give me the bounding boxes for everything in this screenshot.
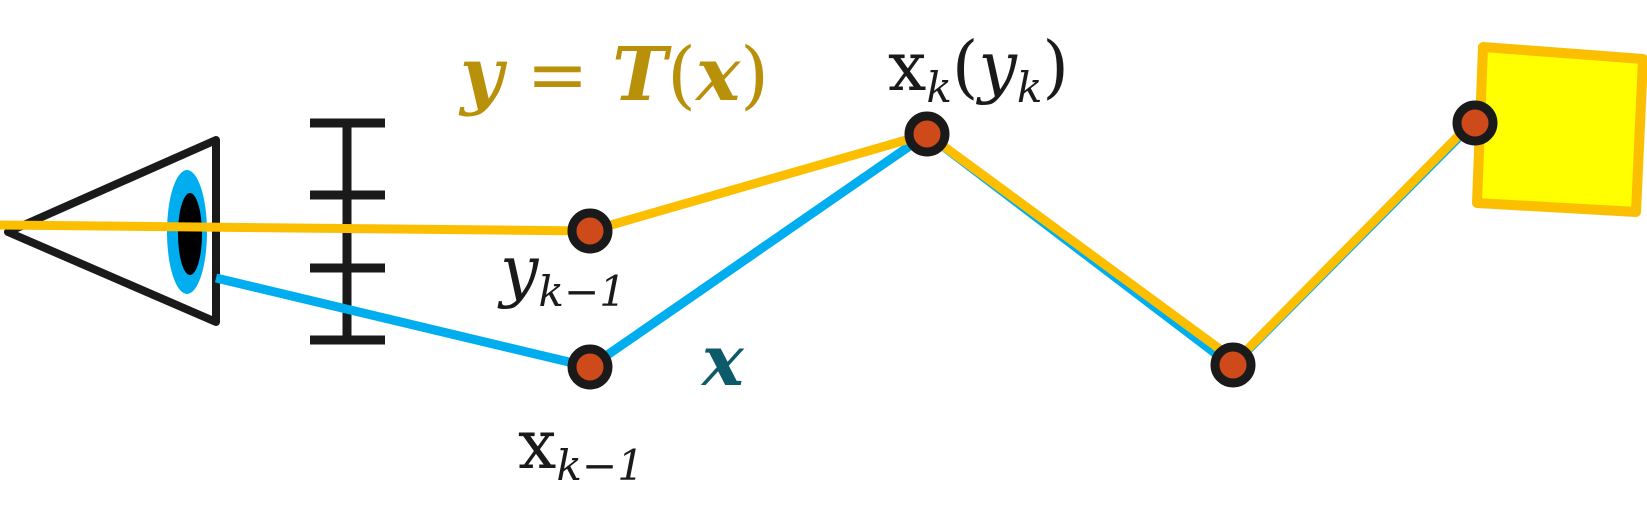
label-x-prev: xk−1 <box>518 412 644 487</box>
vertex-y-prev <box>567 208 613 254</box>
label-vertex-top-x: x <box>888 28 927 107</box>
label-transform-equation: y = T(x) <box>460 38 769 112</box>
label-vertex-top-y: y <box>978 28 1017 107</box>
label-x-prev-main: x <box>518 406 557 485</box>
vertex-bottom <box>1210 342 1256 388</box>
label-vertex-top-k2: k <box>1016 62 1043 112</box>
label-vertex-top-close: ) <box>1042 28 1069 107</box>
target-square-icon <box>1472 42 1647 217</box>
label-y-prev-main: y <box>500 232 539 311</box>
vertex-x-prev <box>567 344 613 390</box>
label-transform-close: ) <box>740 32 770 118</box>
label-transform-T: T <box>612 32 668 118</box>
label-vertex-top-k1: k <box>926 62 952 112</box>
label-transform-y: y <box>460 32 503 118</box>
camera-pupil <box>178 193 202 275</box>
label-x-path: x <box>702 326 744 396</box>
label-x-path-text: x <box>702 319 744 402</box>
label-transform-eq: = <box>503 32 613 118</box>
label-transform-open: ( <box>667 32 697 118</box>
vertex-xk <box>904 111 950 157</box>
label-y-prev-sub: k−1 <box>538 266 627 316</box>
vertex-end <box>1452 100 1498 146</box>
label-vertex-top-open: ( <box>951 28 979 107</box>
label-y-prev: yk−1 <box>500 238 626 313</box>
label-vertex-top: xk(yk) <box>888 34 1069 109</box>
label-x-prev-sub: k−1 <box>556 440 645 490</box>
label-transform-x: x <box>696 32 741 118</box>
camera-eye-icon <box>4 136 220 326</box>
